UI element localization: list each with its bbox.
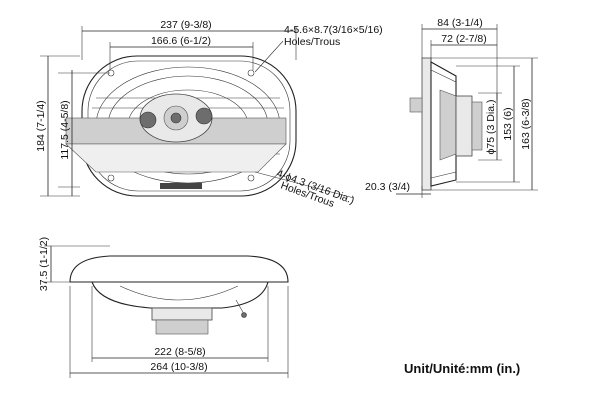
side-magnet-dia-text: ϕ75 (3 Dia.) bbox=[485, 100, 497, 155]
bottom-view: 37.5 (1-1/2) 222 (8-5/8) 264 (10-3/8) bbox=[38, 237, 289, 378]
side-depth-text: 84 (3-1/4) bbox=[437, 17, 483, 29]
mount-holes-leader bbox=[254, 171, 355, 199]
front-holes-sub: Holes/Trous bbox=[284, 36, 340, 48]
front-inner-height-text: 117.5 (4-5/8) bbox=[59, 100, 71, 159]
side-total-height-text: 163 (6-3/8) bbox=[520, 98, 532, 149]
side-flange-text: 20.3 (3/4) bbox=[365, 181, 410, 193]
holes-leader bbox=[254, 40, 284, 73]
front-center-cap bbox=[170, 112, 182, 124]
side-view: 84 (3-1/4) 72 (2-7/8) ϕ75 (3 Dia.) 153 (… bbox=[365, 17, 538, 198]
front-height-text: 184 (7-1/4) bbox=[35, 100, 47, 151]
side-magnet bbox=[455, 95, 473, 157]
front-tweeter-right bbox=[195, 107, 213, 125]
bottom-height-text: 37.5 (1-1/2) bbox=[38, 237, 50, 291]
side-flange bbox=[421, 57, 432, 191]
front-tweeter-left bbox=[139, 111, 157, 129]
side-basket bbox=[430, 61, 457, 187]
side-inner-depth-text: 72 (2-7/8) bbox=[441, 33, 487, 45]
bottom-total-width-text: 264 (10-3/8) bbox=[150, 361, 207, 373]
bottom-magnet-back bbox=[155, 319, 209, 335]
bottom-cone-shade bbox=[119, 285, 239, 301]
bottom-inner-width-text: 222 (8-5/8) bbox=[154, 346, 205, 358]
bottom-rim bbox=[69, 255, 289, 283]
side-magnet-back bbox=[471, 101, 483, 151]
front-lower-wedge bbox=[65, 143, 287, 173]
unit-label: Unit/Unité:mm (in.) bbox=[404, 361, 520, 376]
front-view: 237 (9-3/8) 166.6 (6-1/2) 4-5.6×8.7(3/16… bbox=[35, 19, 383, 210]
side-cone-section bbox=[439, 89, 457, 161]
bottom-terminal bbox=[235, 299, 245, 315]
side-mid-height-text: 153 (6) bbox=[502, 107, 514, 140]
front-hole-bl bbox=[107, 174, 115, 182]
front-holes-text: 4-5.6×8.7(3/16×5/16) bbox=[284, 24, 383, 36]
side-tweeter-tip bbox=[409, 97, 423, 113]
front-width-text: 237 (9-3/8) bbox=[160, 19, 211, 31]
bottom-magnet bbox=[151, 307, 213, 321]
front-brand-logo bbox=[160, 183, 202, 189]
front-hole-br bbox=[247, 174, 255, 182]
bottom-basket bbox=[91, 281, 269, 309]
front-inner-width-text: 166.6 (6-1/2) bbox=[151, 35, 211, 47]
front-hole-tr bbox=[247, 69, 255, 77]
